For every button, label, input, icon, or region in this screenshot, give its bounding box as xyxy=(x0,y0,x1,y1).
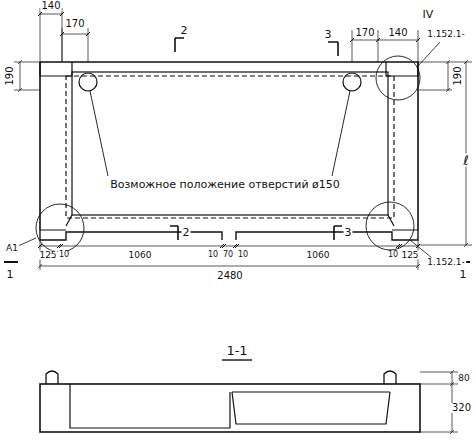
dimension-label: 10 xyxy=(387,251,399,259)
section-mark: 2 xyxy=(182,227,191,238)
dimension-label: 320 xyxy=(451,403,472,413)
section-mark: 3 xyxy=(324,29,333,40)
dimension-label: 10 xyxy=(58,251,70,259)
section-mark: 2 xyxy=(180,25,189,36)
dimension-label: 190 xyxy=(5,65,15,86)
dimension-label: 125 xyxy=(400,251,419,260)
callout-number: IV xyxy=(422,9,435,20)
dimension-label: 70 xyxy=(222,251,234,259)
dimension-label: 1060 xyxy=(128,251,153,260)
section-mark: 1 xyxy=(459,269,468,280)
dimension-label: 170 xyxy=(64,19,85,29)
section-mark: 3 xyxy=(344,227,353,238)
section-mark: 1 xyxy=(6,269,15,280)
dimension-label: 170 xyxy=(354,28,375,38)
dimension-label: 190 xyxy=(453,65,463,86)
dimension-label: 80 xyxy=(457,374,470,383)
dimension-label: 2480 xyxy=(216,271,243,281)
dimension-label: 140 xyxy=(40,1,61,11)
callout-number: А1 xyxy=(5,244,19,253)
dimension-label: 10 xyxy=(207,251,219,259)
reference-code: 1.152.1- xyxy=(426,258,466,267)
dimension-label: 140 xyxy=(387,28,408,38)
dimension-label: 1060 xyxy=(306,251,331,260)
reference-code: 1.152.1- xyxy=(426,30,466,39)
section-title: 1-1 xyxy=(225,344,248,357)
dimension-label: 125 xyxy=(38,251,57,260)
dimension-label: 10 xyxy=(237,251,249,259)
note-text: Возможное положение отверстий ø150 xyxy=(109,179,341,190)
dimension-label: ℓ xyxy=(462,154,469,167)
